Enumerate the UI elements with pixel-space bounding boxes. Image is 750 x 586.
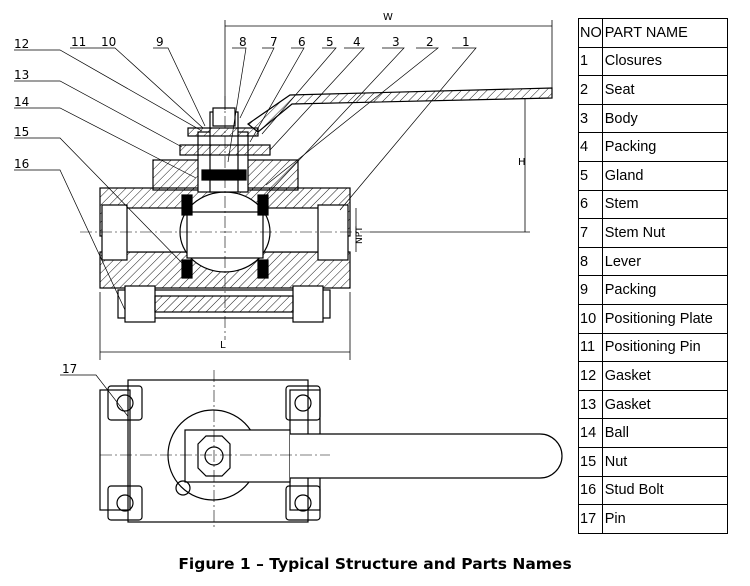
part-no: 10 (578, 303, 603, 334)
part-name: Stem Nut (601, 218, 728, 248)
part-name: Gasket (601, 361, 728, 391)
length-dimension-label: L (220, 340, 226, 351)
part-name: Gasket (601, 389, 728, 420)
part-no: 15 (578, 446, 603, 477)
part-no: 11 (578, 332, 603, 363)
part-name: Positioning Plate (601, 303, 728, 334)
part-no: 13 (578, 389, 603, 420)
callout-3: 3 (392, 35, 400, 49)
part-name: Ball (601, 418, 728, 448)
header-part-name: PART NAME (601, 18, 728, 48)
callout-8: 8 (239, 35, 247, 49)
callout-7: 7 (270, 35, 278, 49)
callout-14: 14 (14, 95, 29, 109)
callout-12: 12 (14, 37, 29, 51)
part-no: 3 (578, 103, 603, 134)
part-no: 17 (578, 504, 603, 534)
part-name: Pin (601, 504, 728, 534)
npt-dimension-label: NPT (355, 226, 365, 244)
callout-16: 16 (14, 157, 29, 171)
part-no: 6 (578, 189, 603, 220)
part-name: Closures (601, 46, 728, 77)
width-dimension-label: W (383, 12, 393, 23)
callout-1: 1 (462, 35, 470, 49)
part-name: Gland (601, 160, 728, 191)
valve-drawing: W L H NPT 12 11 10 9 8 7 6 5 4 3 2 1 (14, 12, 563, 530)
callout-13: 13 (14, 68, 29, 82)
callout-10: 10 (101, 35, 116, 49)
top-view (99, 370, 563, 530)
figure-caption: Figure 1 – Typical Structure and Parts N… (178, 555, 572, 573)
part-no: 1 (578, 46, 603, 77)
part-name: Packing (601, 275, 728, 305)
part-no: 14 (578, 418, 603, 448)
height-dimension-label: H (518, 157, 526, 168)
callout-2: 2 (426, 35, 434, 49)
part-no: 4 (578, 132, 603, 162)
callout-9: 9 (156, 35, 164, 49)
part-no: 8 (578, 246, 603, 277)
table-header-row: NO PART NAME (578, 18, 728, 48)
header-no: NO (578, 18, 603, 48)
section-view (80, 87, 553, 340)
dimension-labels: W L H NPT (220, 12, 526, 351)
part-no: 2 (578, 75, 603, 105)
part-no: 5 (578, 160, 603, 191)
part-name: Seat (601, 75, 728, 105)
dimension-lines (99, 20, 553, 360)
leader-lines (14, 47, 477, 487)
part-no: 7 (578, 218, 603, 248)
part-name: Positioning Pin (601, 332, 728, 363)
part-no: 12 (578, 361, 603, 391)
callout-4: 4 (353, 35, 361, 49)
part-name: Lever (601, 246, 728, 277)
part-no: 16 (578, 475, 603, 506)
callout-5: 5 (326, 35, 334, 49)
callout-6: 6 (298, 35, 306, 49)
part-name: Stud Bolt (601, 475, 728, 506)
callout-17: 17 (62, 362, 77, 376)
part-name: Body (601, 103, 728, 134)
callout-11: 11 (71, 35, 86, 49)
callout-15: 15 (14, 125, 29, 139)
part-name: Packing (601, 132, 728, 162)
callout-numbers: 12 11 10 9 8 7 6 5 4 3 2 1 13 14 15 16 1… (14, 35, 470, 376)
part-name: Stem (601, 189, 728, 220)
part-name: Nut (601, 446, 728, 477)
part-no: 9 (578, 275, 603, 305)
